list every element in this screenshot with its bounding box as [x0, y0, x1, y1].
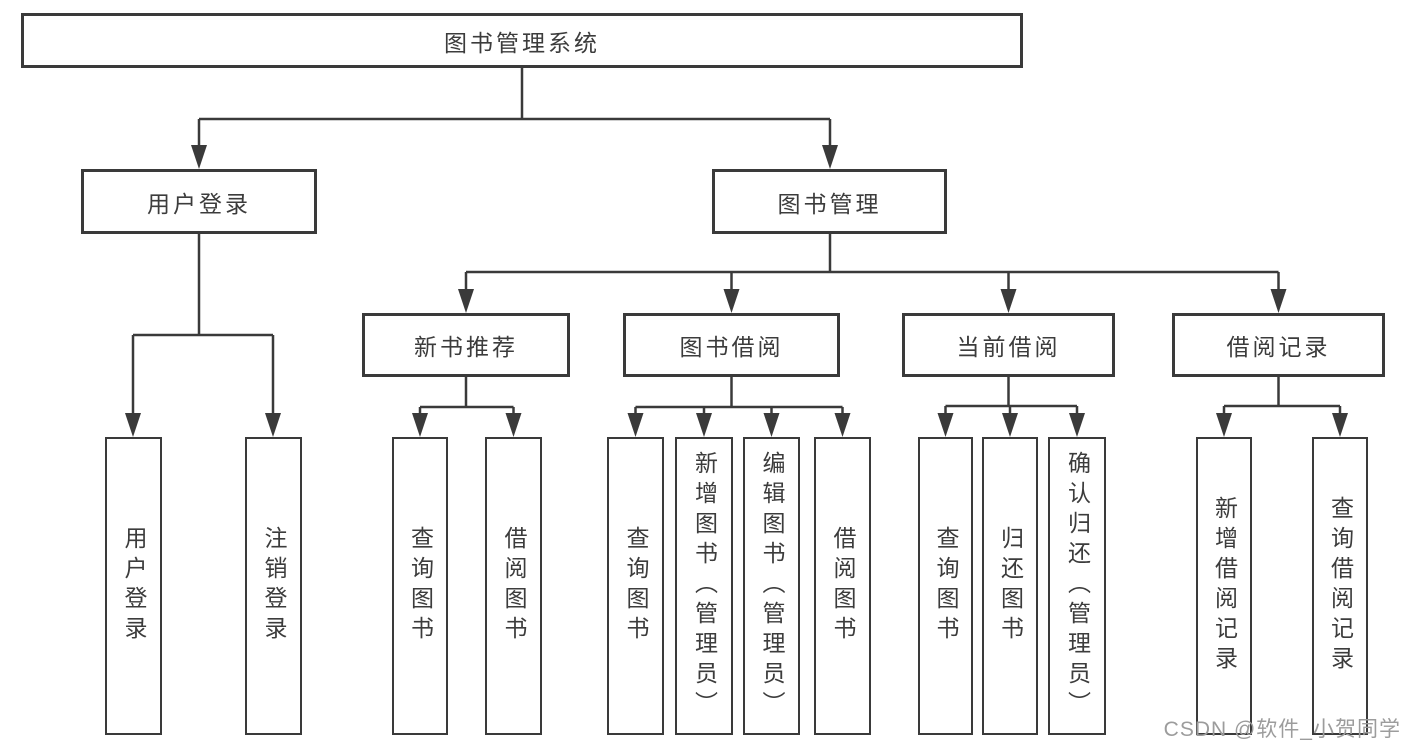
node-library-system: 图书管理系统: [21, 13, 1023, 68]
connector-borrow-records-to-leaves: [1222, 377, 1342, 414]
leaf-borrow-books-borrowing: 借阅图书: [814, 437, 871, 735]
node-book-borrowing: 图书借阅: [623, 313, 840, 377]
leaf-user-login: 用户登录: [105, 437, 162, 735]
arrowheads-level3: [458, 289, 1287, 313]
node-borrowing-records: 借阅记录: [1172, 313, 1385, 377]
arrowheads-borrow-records-leaves: [1216, 413, 1348, 437]
leaf-add-books-admin: 新增图书（管理员）: [675, 437, 733, 735]
connector-book-mgmt-to-level3: [464, 233, 1280, 290]
leaf-add-borrow-record: 新增借阅记录: [1196, 437, 1252, 735]
connector-current-borrow-to-leaves: [944, 377, 1079, 414]
arrowheads-book-borrow-leaves: [627, 413, 851, 437]
leaf-return-books: 归还图书: [982, 437, 1038, 735]
arrowheads-user-login-leaves: [125, 413, 281, 437]
arrowheads-new-book-rec-leaves: [412, 413, 522, 437]
node-new-book-recommend: 新书推荐: [362, 313, 570, 377]
connector-user-login-to-leaves: [131, 233, 275, 414]
node-current-borrowing: 当前借阅: [902, 313, 1115, 377]
csdn-watermark: CSDN @软件_小贺同学: [1163, 718, 1401, 741]
arrowheads-level2: [191, 145, 838, 169]
connector-root-to-level2: [197, 68, 832, 146]
leaf-query-books-borrowing: 查询图书: [607, 437, 664, 735]
leaf-edit-books-admin: 编辑图书（管理员）: [743, 437, 800, 735]
node-user-login: 用户登录: [81, 169, 317, 234]
leaf-query-books-recommend: 查询图书: [392, 437, 448, 735]
leaf-query-books-current: 查询图书: [918, 437, 973, 735]
leaf-query-borrow-record: 查询借阅记录: [1312, 437, 1368, 735]
arrowheads-current-borrow-leaves: [937, 413, 1085, 437]
connector-new-book-rec-to-leaves: [418, 377, 515, 414]
leaf-borrow-books-recommend: 借阅图书: [485, 437, 542, 735]
node-book-management: 图书管理: [712, 169, 947, 234]
leaf-confirm-return-admin: 确认归还（管理员）: [1048, 437, 1106, 735]
leaf-logout: 注销登录: [245, 437, 302, 735]
connector-book-borrow-to-leaves: [634, 377, 844, 414]
